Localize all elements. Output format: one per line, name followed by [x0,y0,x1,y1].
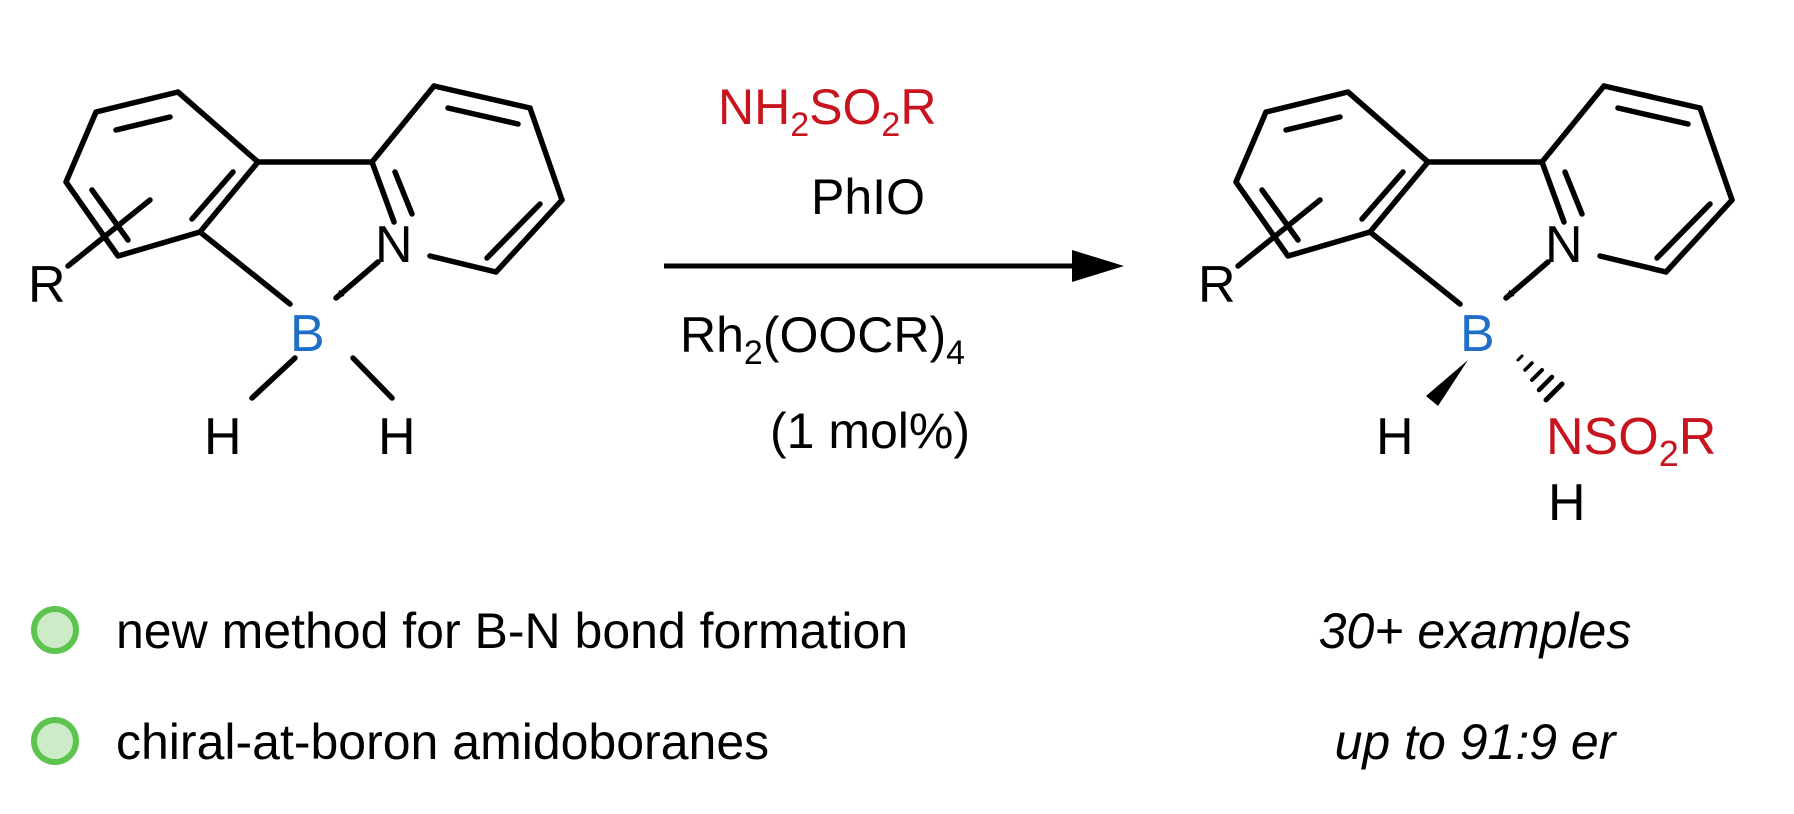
product-bonds [1233,83,1735,406]
reactant-dative-bond [333,259,381,301]
bullet-circle-icon [31,717,79,765]
reactant-pyridine-c5-c6 [493,197,565,275]
highlight-examples: 30+ examples [1319,603,1632,659]
reactant-benzene-double-2 [89,187,131,243]
highlights: 30+ examples up to 91:9 er [1319,603,1632,770]
product-pyridine-double-3 [1562,169,1585,217]
product-benzene-double-3 [1359,169,1406,222]
reactant-pyridine-c6-n [427,253,499,275]
reactant-substituent-bond [65,197,153,269]
product-hydrogen-label: H [1376,408,1414,466]
reactant-benzene-double-3 [189,169,236,222]
product-c-b-bond [1367,229,1463,307]
product-pyridine-c2-c3 [1539,83,1607,165]
product-amide-label: NSO2R [1546,408,1716,474]
reactant-pyridine-n-c2 [369,159,397,225]
reactant-nitrogen-label: N [375,216,413,274]
highlight-er: up to 91:9 er [1335,714,1618,770]
product-boron-label: B [1460,305,1495,363]
reaction-conditions: NH2SO2R PhIO Rh2(OOCR)4 (1 mol%) [664,79,1124,459]
reactant-pyridine-c3-c4 [431,83,533,111]
product-pyridine-c5-c6 [1663,197,1735,275]
product-benzene-double-2 [1259,187,1301,243]
product-amide-hydrogen-label: H [1548,474,1586,532]
product-substituent-label: R [1198,256,1236,314]
reactant-pyridine-double-3 [392,169,415,217]
reactant-pyridine-c4-c5 [527,105,565,203]
product-pyridine-n-c2 [1539,159,1567,225]
product-nitrogen-label: N [1545,216,1583,274]
bullet-text-1: new method for B-N bond formation [116,603,908,659]
reactant-bonds [63,83,565,401]
feature-bullets: new method for B-N bond formation chiral… [31,603,908,770]
reactant-substituent-label: R [28,256,66,314]
product-substituent-bond [1235,197,1323,269]
product-pyridine-double-1 [1615,105,1691,127]
product-wedge-bond [1426,360,1468,406]
product-benzene-double-1 [1283,114,1343,133]
reactant-pyridine-c2-c3 [369,83,437,165]
reactant-molecule: R N B H H [28,83,565,466]
product-pyridine-c4-c5 [1697,105,1735,203]
reactant-pyridine-double-2 [484,201,543,261]
bullet-circle-icon [31,606,79,654]
reactant-boron-label: B [290,305,325,363]
product-pyridine-c6-n [1597,253,1669,275]
reactant-c-b-bond [197,229,293,307]
product-pyridine-c3-c4 [1601,83,1703,111]
reagent-oxidant: PhIO [811,169,925,225]
catalyst-label: Rh2(OOCR)4 [680,307,965,372]
product-dative-bond [1503,259,1551,301]
bullet-text-2: chiral-at-boron amidoboranes [116,714,769,770]
product-molecule: R N B H NSO2R H [1198,83,1735,532]
reaction-arrow-head [1072,250,1124,282]
reagent-sulfonamide: NH2SO2R [718,79,936,144]
reactant-benzene-double-1 [113,114,173,133]
reactant-bh-left-bond [249,355,298,401]
product-hashed-bond [1516,354,1565,403]
reactant-hydrogen-right-label: H [378,408,416,466]
catalyst-loading-label: (1 mol%) [770,403,970,459]
product-pyridine-double-2 [1654,201,1713,261]
reactant-hydrogen-left-label: H [204,408,242,466]
reactant-bh-right-bond [350,355,395,401]
reactant-pyridine-double-1 [445,105,521,127]
